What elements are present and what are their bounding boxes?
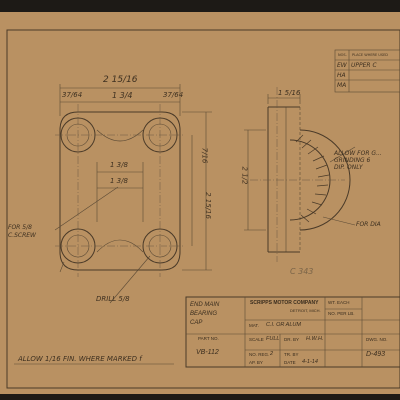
rev-row-code: HA [337,72,346,79]
front-dimensions [59,84,212,271]
note-for-dia: FOR DIA [356,221,381,228]
tb-part-no-value: VB-112 [196,349,219,356]
tb-reg-value: 2 [270,351,274,357]
tb-dwg-no-label: DWG. NO. [366,337,388,342]
dim-center-span: 1 3/4 [112,91,133,100]
note-sketch-number: C 343 [290,267,314,276]
tb-scale-label: SCALE [249,337,264,342]
note-drill: DRILL 5/8 [96,295,130,303]
tb-scale-value: FULL [266,336,280,342]
technical-drawing [6,29,400,389]
tb-dr-by-value: H.W.H. [306,336,324,342]
revision-table [334,49,400,93]
front-view [54,104,185,304]
tb-no-per-lb-label: NO. PER LB. [328,311,355,316]
dim-left-edge: 37/64 [62,91,83,99]
tb-part-no-label: PART NO. [198,336,219,341]
tb-reg-label: NO. REG. [249,352,270,357]
tb-company: SCRIPPS MOTOR COMPANY [250,300,319,306]
dim-overall-width: 2 15/16 [103,75,138,85]
drawing-sheet: NOS. PLACE WHERE USED EW UPPER C HA MA 2… [0,12,400,394]
dim-right-height: 2 15/16 [203,192,212,219]
tb-wt-each-label: WT. EACH [328,300,350,305]
side-view [250,87,356,262]
rev-header-nos: NOS. [338,53,347,57]
tb-mat-label: MAT. [249,323,259,328]
dim-end-height: 7/16 [200,147,209,164]
drawing-border [6,29,400,389]
rev-row-code: MA [337,82,347,89]
tb-date-value: 4-1-14 [302,359,318,365]
title-block-grid [185,296,400,368]
note-allow-grinding: ALLOW FOR G... GRINDING 6 DIP. ONLY [334,150,382,171]
tb-date-label: DATE [284,360,296,365]
side-dimensions [244,94,301,231]
tb-city: DETROIT, MICH. [290,308,321,313]
tb-dr-by-label: DR. BY [284,337,300,342]
tb-tr-by-label: TR. BY [284,352,299,357]
dim-inner-width: 1 3/8 [110,161,128,169]
dim-right-edge: 37/64 [163,91,184,99]
rev-header-place: PLACE WHERE USED [352,53,388,57]
dim-side-top: 1 5/16 [278,89,301,97]
dim-inner-height: 1 3/8 [110,177,128,185]
rev-row-text: UPPER C [351,62,377,69]
tb-part-name: END MAIN BEARING CAP [190,302,220,326]
note-for-screw: FOR 5/8 C.SCREW [8,224,36,239]
tb-dwg-no-value: D-493 [366,351,386,358]
dim-side-height: 2 1/2 [240,166,249,185]
tb-mat-value: C.I. OR ALUM [266,322,301,328]
tb-ap-by-label: AP. BY [249,360,263,365]
note-finish-allowance: ALLOW 1/16 FIN. WHERE MARKED f [18,355,142,363]
rev-row-code: EW [337,62,347,69]
